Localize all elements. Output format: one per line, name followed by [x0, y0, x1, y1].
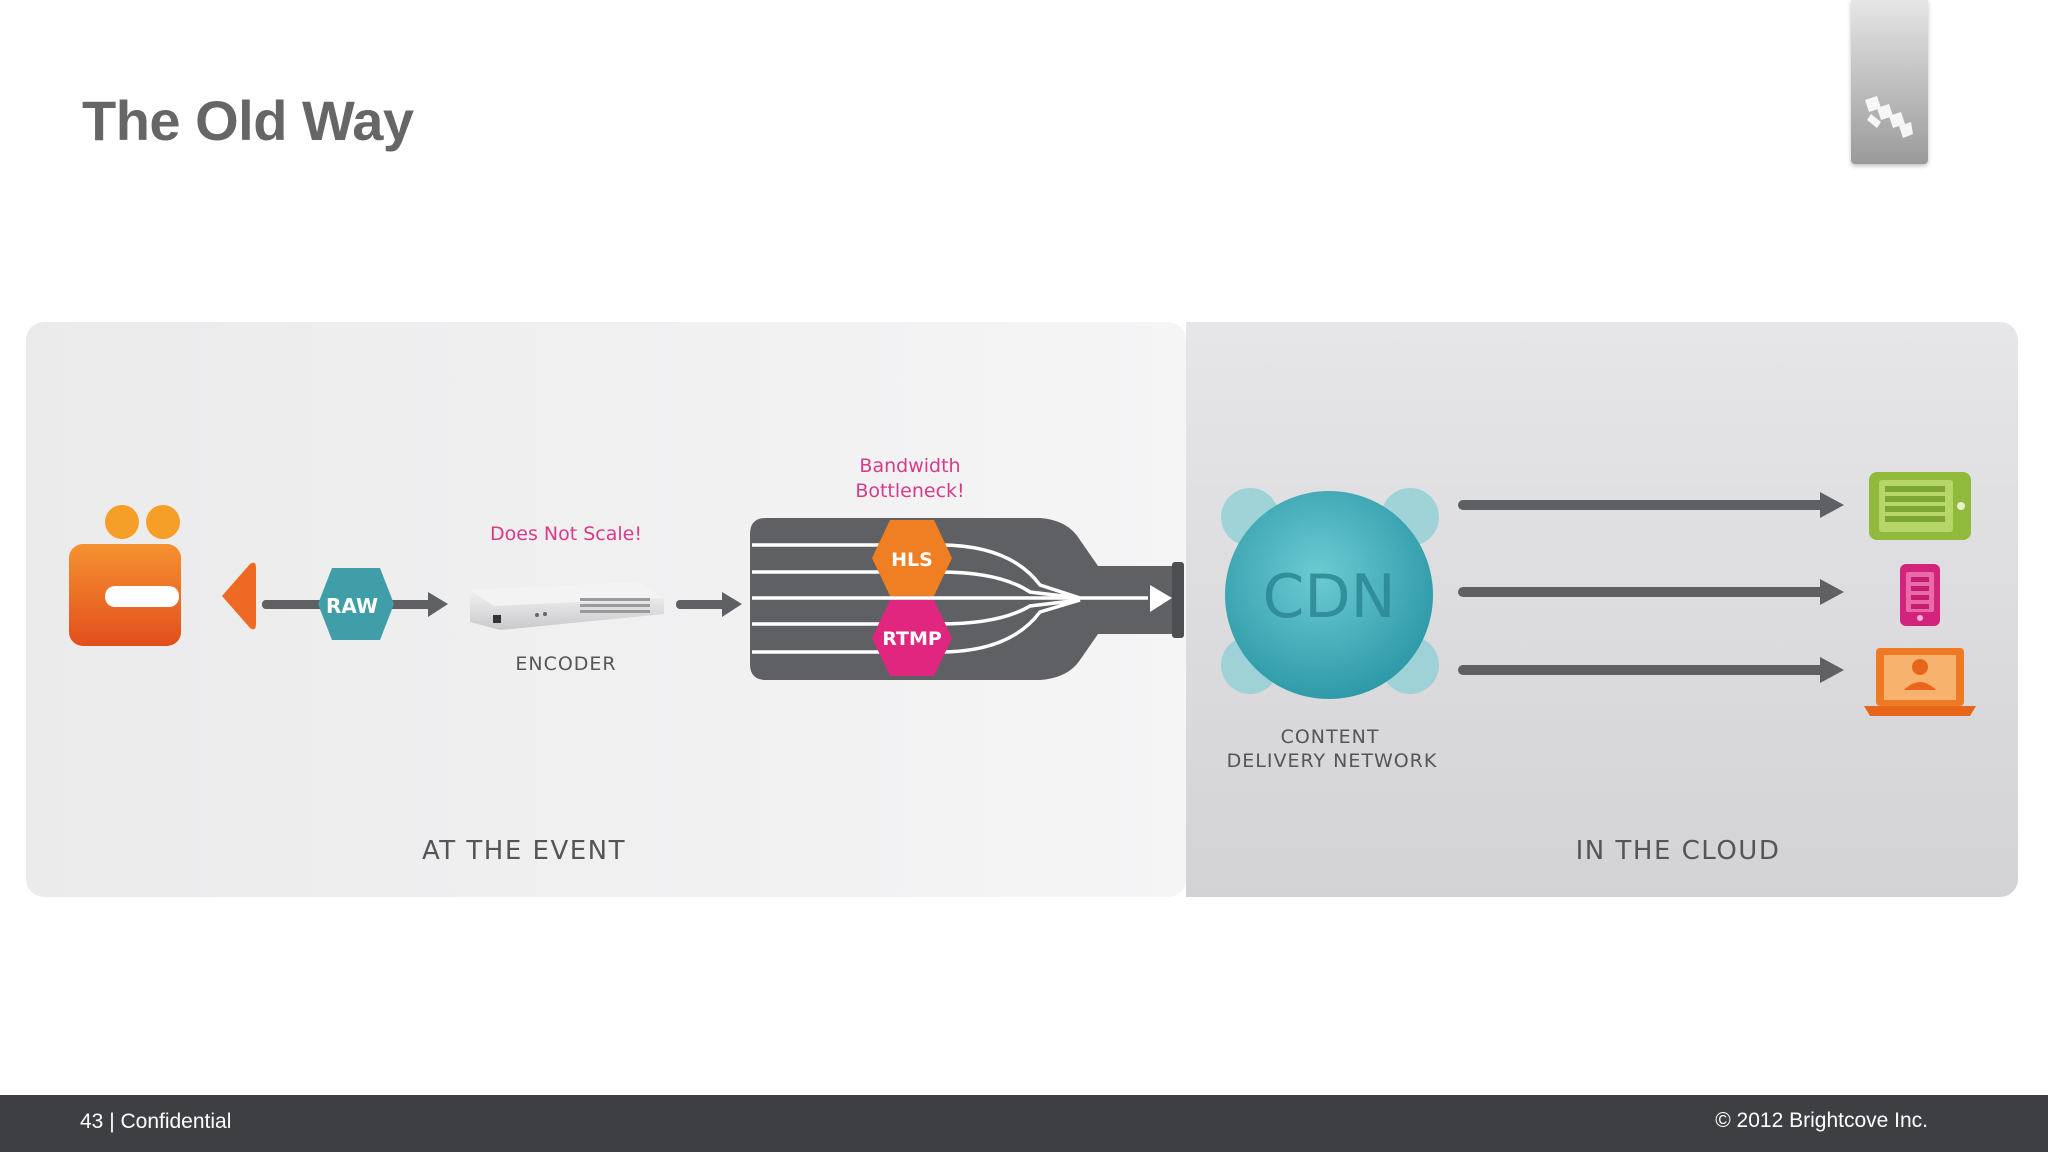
cdn-label: CDN: [1263, 562, 1396, 632]
tablet-icon: [1869, 472, 1971, 540]
raw-label: RAW: [326, 594, 378, 618]
footer-bar: [0, 1095, 2048, 1152]
phone-icon: [1900, 564, 1940, 626]
rtmp-hexagon: [872, 600, 952, 676]
footer-copyright: © 2012 Brightcove Inc.: [1715, 1109, 1928, 1132]
raw-hexagon: [318, 568, 394, 640]
bottleneck-note-line1: Bandwidth: [859, 455, 960, 477]
cloud-panel-label: IN THE CLOUD: [1576, 836, 1781, 866]
hls-label: HLS: [891, 549, 933, 571]
encoder-device-icon: [470, 582, 664, 630]
slide-title: The Old Way: [82, 89, 414, 152]
laptop-user-icon: [1864, 648, 1976, 716]
brightcove-logo-tab: [1851, 0, 1928, 164]
footer-page-number: 43 | Confidential: [80, 1110, 232, 1133]
event-panel-label: AT THE EVENT: [422, 836, 626, 866]
encoder-label: ENCODER: [515, 653, 616, 675]
cdn-caption-line2: DELIVERY NETWORK: [1227, 750, 1438, 772]
rtmp-label: RTMP: [882, 628, 942, 650]
encoder-note: Does Not Scale!: [490, 523, 642, 545]
brightcove-logo-icon: [1865, 96, 1913, 138]
hls-hexagon: [872, 520, 952, 596]
video-camera-icon: [69, 505, 256, 646]
cdn-cloud-icon: [1221, 488, 1439, 699]
encoder-to-bottle-arrow: [676, 592, 742, 617]
delivery-arrows: [1458, 492, 1844, 683]
cdn-caption-line1: CONTENT: [1281, 726, 1380, 748]
bottle-icon: [750, 518, 1184, 680]
bottleneck-note-line2: Bottleneck!: [855, 480, 964, 502]
cloud-panel: [1186, 322, 2018, 897]
